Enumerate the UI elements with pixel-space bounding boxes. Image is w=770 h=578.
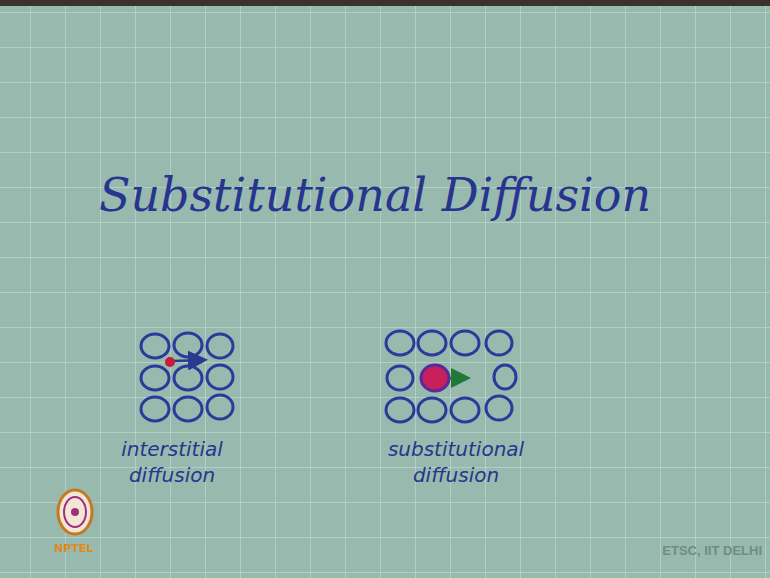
logo-text: NPTEL (54, 542, 93, 555)
jump-arrow (450, 377, 466, 380)
slide-title: Substitutional Diffusion (99, 168, 651, 222)
figure-caption: substitutional diffusion (366, 436, 546, 488)
solute-atom (421, 365, 449, 391)
top-band (0, 0, 770, 6)
substitutional-lattice (386, 331, 516, 422)
jump-arrow (173, 360, 203, 361)
watermark: ETSC, IIT DELHI (662, 543, 762, 558)
interstitial-lattice (141, 333, 233, 421)
interstitial-atom (165, 357, 175, 367)
nptel-logo (58, 490, 92, 534)
figure-caption: interstitial diffusion (102, 436, 242, 488)
